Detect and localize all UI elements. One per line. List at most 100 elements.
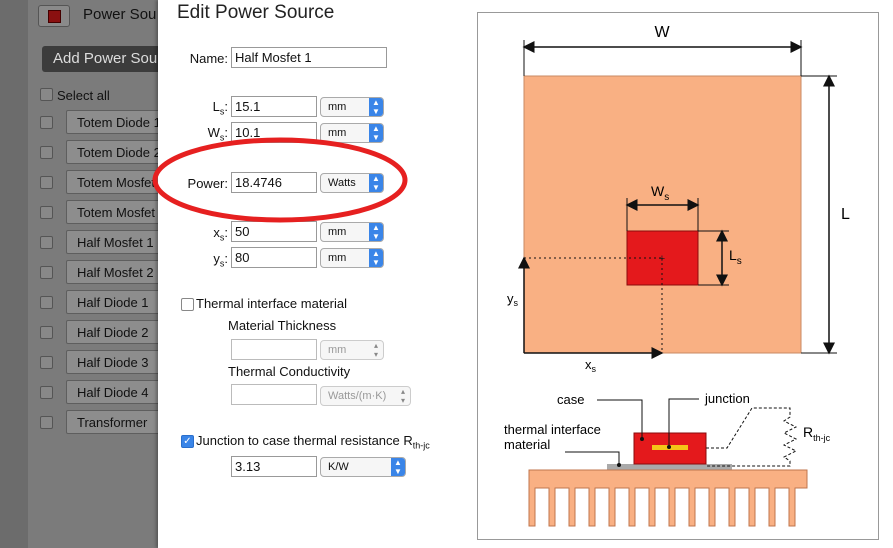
highlight-ellipse [152, 137, 408, 223]
power-unit-value: Watts [328, 177, 356, 189]
power-source-icon [38, 5, 70, 27]
xs-input[interactable]: 50 [231, 221, 317, 242]
xs-label: xs: [170, 225, 228, 243]
chevron-updown-icon: ▲▼ [369, 124, 383, 142]
rjc-checkbox[interactable]: ✓ [181, 435, 194, 448]
thickness-input[interactable] [231, 339, 317, 360]
w-label: W [654, 24, 670, 41]
ws-label-sub: s [219, 132, 225, 143]
case-label: case [557, 392, 584, 407]
conductivity-unit-value: Watts/(m·K) [328, 390, 387, 402]
dialog-title: Edit Power Source [177, 2, 335, 23]
xs-label-sub: s [219, 232, 225, 243]
tim-checkbox[interactable] [181, 298, 194, 311]
list-item-button[interactable]: Half Diode 4 [66, 380, 176, 404]
conductivity-label: Thermal Conductivity [228, 364, 351, 379]
ys-unit-select[interactable]: mm ▲▼ [320, 248, 384, 268]
row-checkbox[interactable] [40, 116, 53, 129]
xs-unit-value: mm [328, 226, 347, 238]
list-item-button[interactable]: Totem Mosfet [66, 200, 176, 224]
list-item-button[interactable]: Totem Diode 1 [66, 110, 176, 134]
row-checkbox[interactable] [40, 296, 53, 309]
rjc-unit-value: K/W [328, 461, 349, 473]
chevron-updown-icon: ▲▼ [369, 174, 383, 192]
ls-label: Ls: [170, 99, 228, 117]
list-item-button[interactable]: Totem Diode 2 [66, 140, 176, 164]
power-unit-select[interactable]: Watts ▲▼ [320, 173, 384, 193]
ls-label-colon: : [224, 99, 228, 114]
tim-label-line2: material [504, 437, 550, 452]
chevron-updown-icon: ▲▼ [369, 249, 383, 267]
ls-diagram-label: Ls [729, 247, 742, 267]
xs-unit-select[interactable]: mm ▲▼ [320, 222, 384, 242]
conductivity-input[interactable] [231, 384, 317, 405]
ls-input[interactable]: 15.1 [231, 96, 317, 117]
rjc-label-sub: th-jc [412, 440, 430, 451]
thickness-label: Material Thickness [228, 318, 337, 333]
tim-leader [565, 451, 620, 465]
select-all-label: Select all [57, 88, 110, 103]
junction-label: junction [704, 391, 750, 406]
l-label: L [841, 206, 850, 223]
junction-leader [668, 398, 699, 447]
chevron-updown-icon: ▲▼ [391, 458, 405, 476]
ys-input[interactable]: 80 [231, 247, 317, 268]
row-checkbox[interactable] [40, 326, 53, 339]
tim-layer [607, 464, 732, 470]
list-item-button[interactable]: Half Diode 3 [66, 350, 176, 374]
list-item-button[interactable]: Half Mosfet 1 [66, 230, 176, 254]
row-checkbox[interactable] [40, 356, 53, 369]
row-checkbox[interactable] [40, 416, 53, 429]
xs-label-main: x [213, 225, 220, 240]
list-item-button[interactable]: Half Diode 2 [66, 320, 176, 344]
rth-resistor [706, 407, 798, 467]
background-header-title: Power Sou [83, 6, 157, 23]
list-item-button[interactable]: Transformer [66, 410, 176, 434]
list-item-button[interactable]: Half Mosfet 2 [66, 260, 176, 284]
row-checkbox[interactable] [40, 206, 53, 219]
select-all-checkbox[interactable] [40, 88, 53, 101]
ys-unit-value: mm [328, 252, 347, 264]
power-source-diagram: W L + Ws Ls xs ys case junction thermal … [504, 24, 850, 527]
chevron-updown-icon: ▲▼ [369, 223, 383, 241]
rjc-input[interactable]: 3.13 [231, 456, 317, 477]
thickness-unit-select[interactable]: mm▴▾ [320, 340, 384, 360]
xs-diagram-label: xs [585, 357, 597, 374]
ls-label-sub: s [219, 106, 225, 117]
power-input[interactable]: 18.4746 [231, 172, 317, 193]
ws-label-colon: : [224, 125, 228, 140]
row-checkbox[interactable] [40, 236, 53, 249]
rjc-label-main: Junction to case thermal resistance R [196, 433, 413, 448]
power-label: Power: [187, 176, 228, 191]
ys-label-sub: s [219, 258, 225, 269]
select-all[interactable]: Select all [40, 88, 110, 103]
board-rect [523, 75, 802, 354]
ls-label-main: L [212, 99, 220, 114]
list-item-button[interactable]: Half Diode 1 [66, 290, 176, 314]
ws-unit-value: mm [328, 127, 347, 139]
ys-label-colon: : [224, 251, 228, 266]
name-input[interactable]: Half Mosfet 1 [231, 47, 387, 68]
chevron-updown-icon: ▴▾ [400, 387, 405, 405]
ls-unit-select[interactable]: mm▲▼ [320, 97, 384, 117]
conductivity-unit-select[interactable]: Watts/(m·K) ▴▾ [320, 386, 411, 406]
name-label: Name: [189, 51, 228, 66]
heatsink [528, 469, 808, 527]
row-checkbox[interactable] [40, 386, 53, 399]
background-left-strip [0, 0, 28, 548]
row-checkbox[interactable] [40, 146, 53, 159]
rth-label: Rth-jc [803, 424, 831, 443]
ws-diagram-label: Ws [651, 183, 669, 203]
row-checkbox[interactable] [40, 176, 53, 189]
ws-unit-select[interactable]: mm ▲▼ [320, 123, 384, 143]
row-checkbox[interactable] [40, 266, 53, 279]
thickness-unit-value: mm [328, 344, 347, 356]
rjc-unit-select[interactable]: K/W ▲▼ [320, 457, 406, 477]
rjc-label: Junction to case thermal resistance Rth-… [196, 433, 430, 451]
case-leader [597, 399, 643, 439]
tim-label-line1: thermal interface [504, 422, 601, 437]
ys-diagram-label: ys [507, 291, 519, 308]
tim-label: Thermal interface material [196, 296, 347, 311]
ls-unit-value: mm [328, 101, 347, 113]
ws-label-main: W [207, 125, 220, 140]
